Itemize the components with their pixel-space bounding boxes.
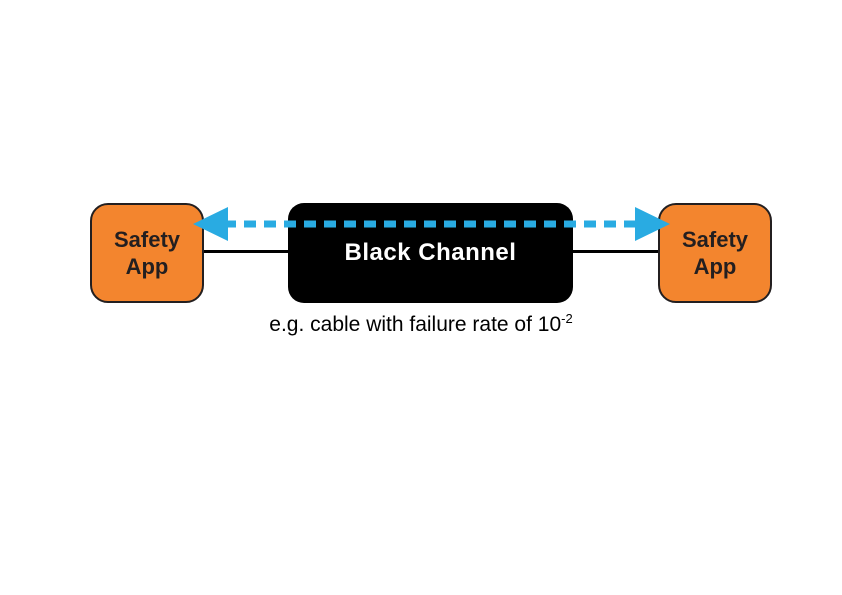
safety-app-right-node: Safety App (658, 203, 772, 303)
safety-app-left-label: Safety App (113, 227, 181, 279)
safety-app-left-node: Safety App (90, 203, 204, 303)
caption: e.g. cable with failure rate of 10-2 (0, 311, 842, 337)
black-channel-node: Black Channel (288, 203, 573, 303)
safety-app-right-label: Safety App (681, 227, 749, 279)
caption-text: e.g. cable with failure rate of 10 (269, 313, 562, 336)
caption-exponent: -2 (561, 311, 573, 326)
black-channel-label: Black Channel (344, 239, 517, 266)
